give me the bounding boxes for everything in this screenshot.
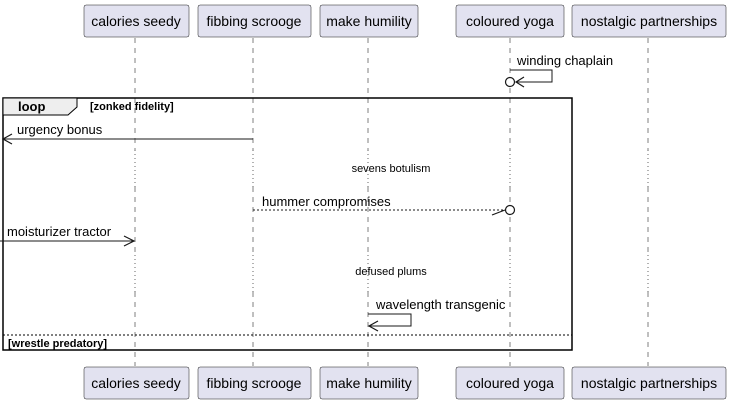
- message-hummer-compromises: hummer compromises: [253, 194, 516, 216]
- fragment-header: [2, 97, 78, 116]
- participant-label: nostalgic partnerships: [581, 13, 717, 29]
- participant-label: calories seedy: [91, 13, 181, 29]
- arrowhead: [1, 133, 13, 145]
- message-label: hummer compromises: [262, 194, 391, 209]
- message-label: wavelength transgenic: [375, 297, 506, 312]
- participant-box[interactable]: [319, 366, 419, 400]
- participant-box[interactable]: [455, 366, 565, 400]
- lifelines: [134, 38, 649, 366]
- participant-label: nostalgic partnerships: [581, 375, 717, 391]
- arrowhead: [367, 320, 379, 332]
- arrowhead: [514, 76, 525, 88]
- participant-label: make humility: [326, 375, 412, 391]
- participant-box[interactable]: [83, 4, 190, 38]
- fragment-type: loop: [18, 99, 45, 114]
- participant-label: calories seedy: [91, 375, 181, 391]
- lost-message-circle: [504, 76, 516, 88]
- self-arrow: [510, 69, 553, 83]
- participant-label: coloured yoga: [466, 375, 554, 391]
- participant-label: coloured yoga: [466, 13, 554, 29]
- participant-label: fibbing scrooge: [207, 13, 302, 29]
- message-label: winding chaplain: [516, 53, 613, 68]
- message-wavelength-transgenic: wavelength transgenic: [367, 297, 506, 332]
- self-arrow: [368, 313, 412, 327]
- arrowhead: [491, 209, 506, 216]
- fragment-guard-bottom: [wrestle predatory]: [8, 338, 107, 350]
- participants-top: calories seedy fibbing scrooge make humi…: [83, 4, 727, 38]
- participant-label: make humility: [326, 13, 412, 29]
- fragment-frame: [2, 97, 573, 351]
- participant-box[interactable]: [571, 366, 727, 400]
- participant-box[interactable]: [319, 4, 419, 38]
- delay-label: sevens botulism: [352, 163, 431, 175]
- participant-box[interactable]: [83, 366, 190, 400]
- found-message-circle: [504, 204, 516, 216]
- participant-box[interactable]: [197, 366, 312, 400]
- loop-fragment: loop [zonked fidelity] [wrestle predator…: [2, 97, 573, 351]
- delay-label: defused plums: [355, 266, 427, 278]
- participant-label: fibbing scrooge: [207, 375, 302, 391]
- fragment-guard-top: [zonked fidelity]: [90, 101, 174, 113]
- message-label: moisturizer tractor: [7, 224, 112, 239]
- message-urgency-bonus: urgency bonus: [1, 122, 253, 145]
- message-winding-chaplain: winding chaplain: [504, 53, 613, 88]
- participant-box[interactable]: [571, 4, 727, 38]
- message-moisturizer-tractor: moisturizer tractor: [0, 224, 136, 247]
- message-label: urgency bonus: [17, 122, 103, 137]
- participants-bottom: calories seedy fibbing scrooge make humi…: [83, 366, 727, 400]
- participant-box[interactable]: [455, 4, 565, 38]
- arrowhead: [123, 235, 136, 247]
- participant-box[interactable]: [197, 4, 312, 38]
